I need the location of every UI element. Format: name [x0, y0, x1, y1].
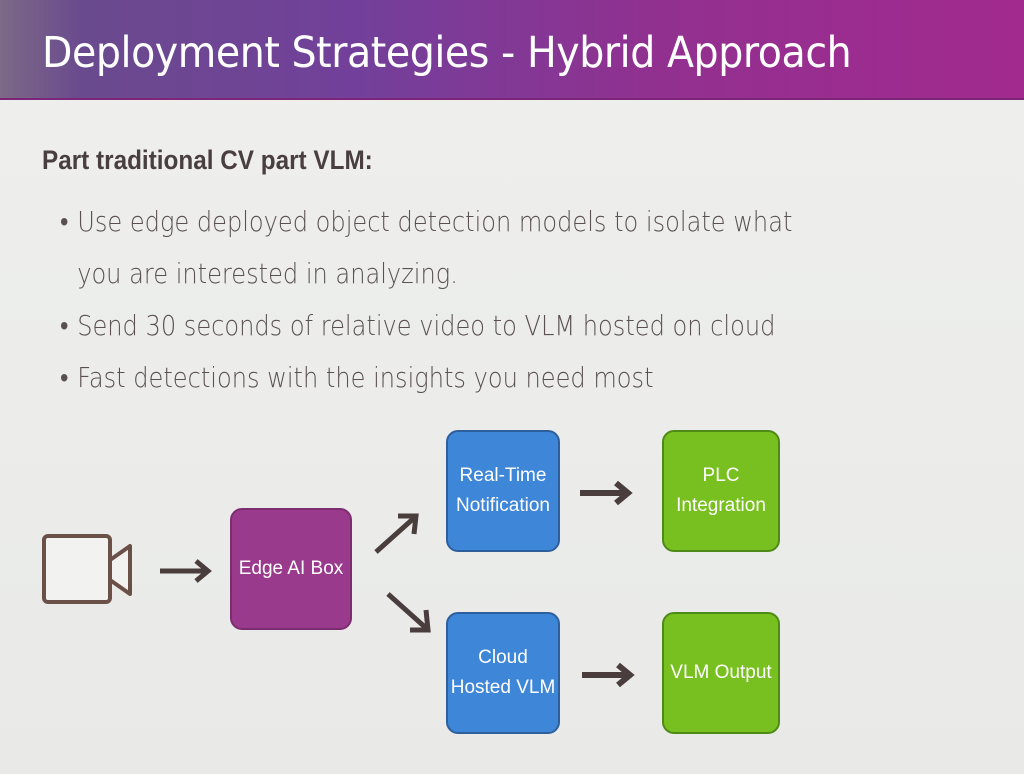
bullet-text: Send 30 seconds of relative video to VLM… — [77, 309, 776, 342]
bullet-item: • Use edge deployed object detection mod… — [60, 196, 817, 248]
node-label-line1: Cloud — [478, 647, 528, 668]
video-camera-icon — [42, 534, 132, 604]
node-label-line2: Notification — [456, 495, 550, 516]
vlm-output-node: VLM Output — [662, 612, 780, 734]
node-label-line1: PLC — [702, 465, 740, 486]
node-label: Edge AI Box — [238, 558, 344, 579]
bullet-text: you are interested in analyzing. — [77, 257, 458, 290]
bullet-text: Use edge deployed object detection model… — [77, 205, 793, 238]
bullet-text: Fast detections with the insights you ne… — [77, 361, 654, 394]
realtime-notification-node: Real-Time Notification — [446, 430, 560, 552]
section-subheading: Part traditional CV part VLM: — [42, 145, 373, 175]
plc-integration-node: PLC Integration — [662, 430, 780, 552]
arrow-cloud-to-vlm-output — [582, 662, 635, 688]
node-label-line1: Real-Time — [459, 465, 547, 486]
arrow-camera-to-edge — [160, 559, 212, 583]
arrow-notification-to-plc — [580, 480, 633, 506]
arrow-edge-to-cloud — [386, 592, 431, 633]
bullet-item: • Fast detections with the insights you … — [60, 352, 817, 404]
node-label: VLM Output — [670, 662, 772, 683]
node-label-line2: Hosted VLM — [450, 677, 556, 698]
bullet-list: • Use edge deployed object detection mod… — [60, 196, 940, 404]
bullet-dot: • — [60, 361, 69, 394]
bullet-dot: • — [60, 309, 69, 342]
arrow-edge-to-notification — [374, 513, 419, 554]
cloud-hosted-vlm-node: Cloud Hosted VLM — [446, 612, 560, 734]
title-bar: Deployment Strategies - Hybrid Approach — [0, 0, 1024, 100]
bullet-item: • Send 30 seconds of relative video to V… — [60, 300, 817, 352]
slide-title: Deployment Strategies - Hybrid Approach — [42, 28, 852, 78]
node-label-line2: Integration — [676, 495, 766, 516]
bullet-item-continuation: you are interested in analyzing. — [60, 248, 817, 300]
bullet-dot: • — [60, 205, 69, 238]
edge-ai-box-node: Edge AI Box — [230, 508, 352, 630]
